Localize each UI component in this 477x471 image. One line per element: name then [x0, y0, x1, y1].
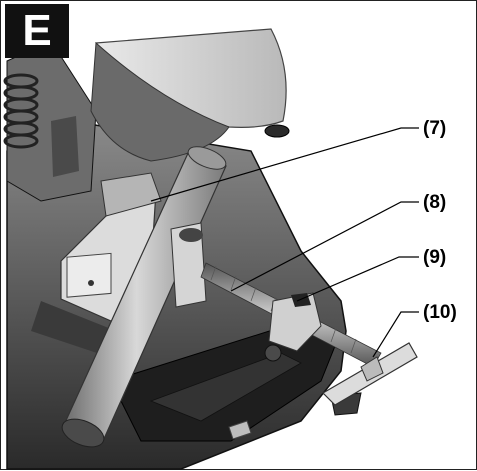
- leader-line-10: [372, 311, 419, 358]
- guard-knob: [264, 124, 290, 138]
- callout-9: (9): [423, 247, 447, 268]
- callout-7: (7): [423, 118, 447, 139]
- tube-end: [61, 418, 105, 448]
- figure-letter: E: [5, 4, 69, 58]
- callout-8: (8): [423, 192, 447, 213]
- clamp-bracket: [170, 222, 207, 308]
- leader-line-7: [150, 127, 419, 202]
- callout-10: (10): [423, 302, 457, 323]
- leader-lines: [150, 127, 419, 358]
- leader-line-8: [230, 201, 419, 292]
- leader-line-9: [296, 256, 419, 302]
- spring-coil: [3, 73, 39, 149]
- cutting-disc: [90, 41, 230, 162]
